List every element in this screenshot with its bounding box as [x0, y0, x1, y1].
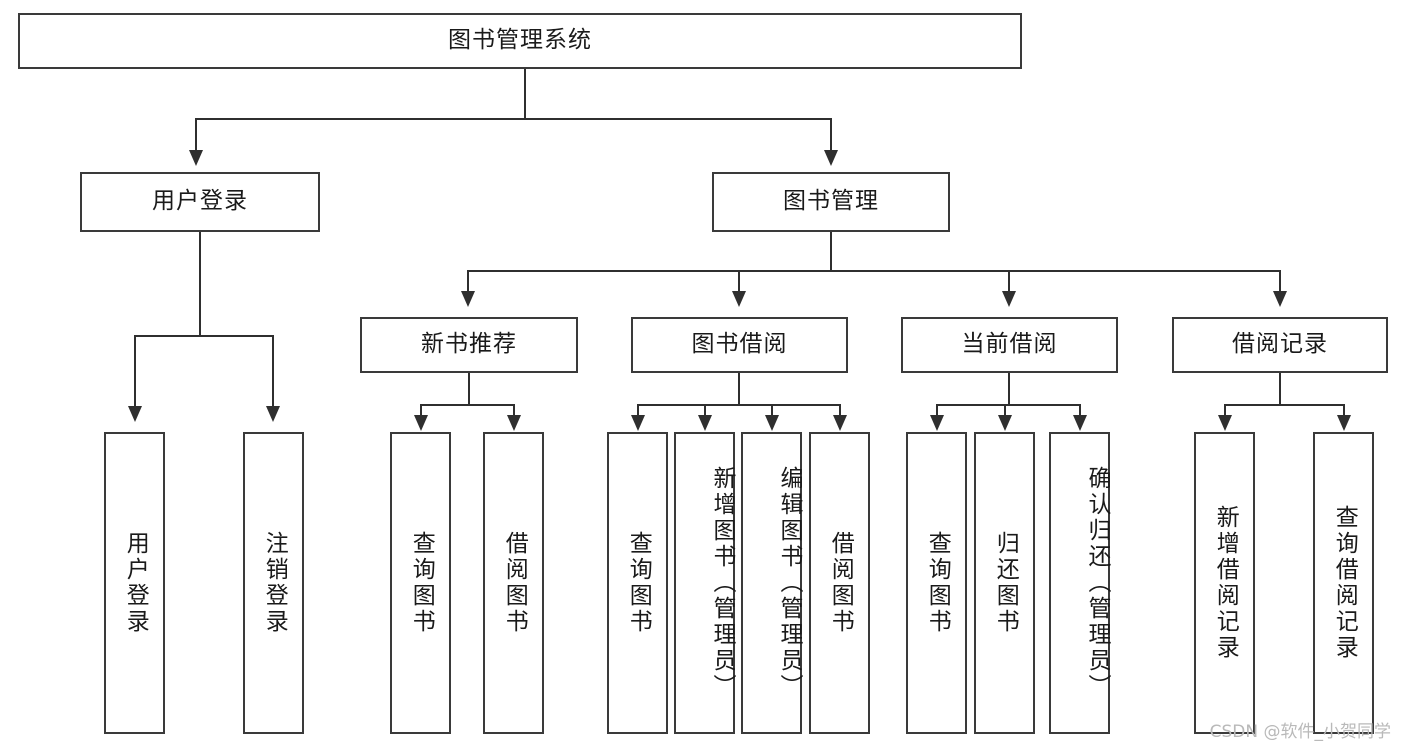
node-label: 图书管理系统: [448, 27, 592, 54]
edge-nbr-drop-2: [513, 404, 515, 418]
node-label: 借阅记录: [1232, 331, 1328, 358]
edge-bb-stem: [738, 373, 740, 406]
node-label: 查询图书: [408, 531, 435, 635]
edge-bb-drop-2: [704, 404, 706, 418]
edge-bm-drop-new-book: [467, 270, 469, 294]
edge-root-stem: [524, 69, 526, 118]
node-label: 编辑图书（管理员）: [776, 466, 802, 700]
leaf-cb-query-book[interactable]: 查询图书: [906, 432, 967, 734]
edge-bb-drop-4: [839, 404, 841, 418]
arrowhead-bb-query-book: [631, 415, 645, 431]
node-label: 图书借阅: [691, 331, 788, 358]
arrowhead-new-book-recommend: [461, 291, 475, 307]
edge-cb-drop-2: [1004, 404, 1006, 418]
edge-bm-drop-borrow-record: [1279, 270, 1281, 294]
edge-br-bus: [1224, 404, 1344, 406]
arrowhead-leaf-logout: [266, 406, 280, 422]
arrowhead-br-query-record: [1337, 415, 1351, 431]
leaf-br-query-record[interactable]: 查询借阅记录: [1313, 432, 1374, 734]
node-label: 新增图书（管理员）: [709, 466, 735, 700]
edge-bb-bus: [637, 404, 840, 406]
node-label: 新书推荐: [421, 331, 517, 358]
edge-nbr-drop-1: [420, 404, 422, 418]
edge-root-bus: [195, 118, 832, 120]
node-label: 注销登录: [261, 531, 288, 635]
edge-bm-drop-current-borrow: [1008, 270, 1010, 294]
arrowhead-bb-edit-book: [765, 415, 779, 431]
arrowhead-current-borrow: [1002, 291, 1016, 307]
node-new-book-recommend[interactable]: 新书推荐: [360, 317, 578, 373]
arrowhead-br-add-record: [1218, 415, 1232, 431]
edge-bb-drop-1: [637, 404, 639, 418]
arrowhead-cb-query-book: [930, 415, 944, 431]
edge-user-login-stem: [199, 232, 201, 336]
edge-cb-stem: [1008, 373, 1010, 406]
node-label: 借阅图书: [827, 531, 854, 635]
edge-bb-drop-3: [771, 404, 773, 418]
edge-br-drop-2: [1343, 404, 1345, 418]
arrowhead-nbr-query-book: [414, 415, 428, 431]
node-label: 查询图书: [625, 531, 652, 635]
edge-nbr-bus: [420, 404, 514, 406]
leaf-user-login[interactable]: 用户登录: [104, 432, 165, 734]
edge-user-login-drop-1: [134, 335, 136, 409]
edge-bm-drop-book-borrow: [738, 270, 740, 294]
node-current-borrow[interactable]: 当前借阅: [901, 317, 1118, 373]
leaf-br-add-record[interactable]: 新增借阅记录: [1194, 432, 1255, 734]
arrowhead-leaf-user-login: [128, 406, 142, 422]
leaf-cb-return-book[interactable]: 归还图书: [974, 432, 1035, 734]
node-label: 借阅图书: [501, 531, 528, 635]
node-label: 查询借阅记录: [1331, 505, 1358, 661]
edge-nbr-stem: [468, 373, 470, 406]
node-label: 当前借阅: [961, 331, 1058, 358]
edge-book-management-bus: [467, 270, 1281, 272]
edge-book-management-stem: [830, 232, 832, 271]
node-label: 归还图书: [992, 531, 1019, 635]
node-label: 新增借阅记录: [1212, 505, 1239, 661]
edge-root-to-book-manage: [830, 118, 832, 153]
edge-cb-drop-3: [1079, 404, 1081, 418]
node-root-system[interactable]: 图书管理系统: [18, 13, 1022, 69]
node-book-borrow[interactable]: 图书借阅: [631, 317, 848, 373]
leaf-bb-edit-book[interactable]: 编辑图书（管理员）: [741, 432, 802, 734]
node-book-management[interactable]: 图书管理: [712, 172, 950, 232]
edge-user-login-bus: [134, 335, 273, 337]
leaf-logout[interactable]: 注销登录: [243, 432, 304, 734]
leaf-bb-borrow-book[interactable]: 借阅图书: [809, 432, 870, 734]
arrowhead-borrow-record: [1273, 291, 1287, 307]
node-label: 用户登录: [122, 531, 149, 635]
node-borrow-record[interactable]: 借阅记录: [1172, 317, 1388, 373]
edge-cb-drop-1: [936, 404, 938, 418]
arrowhead-book-borrow: [732, 291, 746, 307]
arrowhead-bb-borrow-book: [833, 415, 847, 431]
arrowhead-nbr-borrow-book: [507, 415, 521, 431]
arrowhead-book-manage: [824, 150, 838, 166]
leaf-cb-confirm-return[interactable]: 确认归还（管理员）: [1049, 432, 1110, 734]
edge-user-login-drop-2: [272, 335, 274, 409]
arrowhead-bb-add-book: [698, 415, 712, 431]
edge-br-drop-1: [1224, 404, 1226, 418]
arrowhead-cb-return-book: [998, 415, 1012, 431]
edge-br-stem: [1279, 373, 1281, 406]
leaf-bb-add-book[interactable]: 新增图书（管理员）: [674, 432, 735, 734]
node-label: 查询图书: [924, 531, 951, 635]
edge-cb-bus: [936, 404, 1081, 406]
leaf-bb-query-book[interactable]: 查询图书: [607, 432, 668, 734]
edge-root-to-user-login: [195, 118, 197, 153]
node-label: 用户登录: [152, 188, 248, 215]
arrowhead-user-login: [189, 150, 203, 166]
leaf-nbr-borrow-book[interactable]: 借阅图书: [483, 432, 544, 734]
node-user-login[interactable]: 用户登录: [80, 172, 320, 232]
leaf-nbr-query-book[interactable]: 查询图书: [390, 432, 451, 734]
arrowhead-cb-confirm-return: [1073, 415, 1087, 431]
node-label: 图书管理: [783, 188, 879, 215]
node-label: 确认归还（管理员）: [1084, 466, 1110, 700]
